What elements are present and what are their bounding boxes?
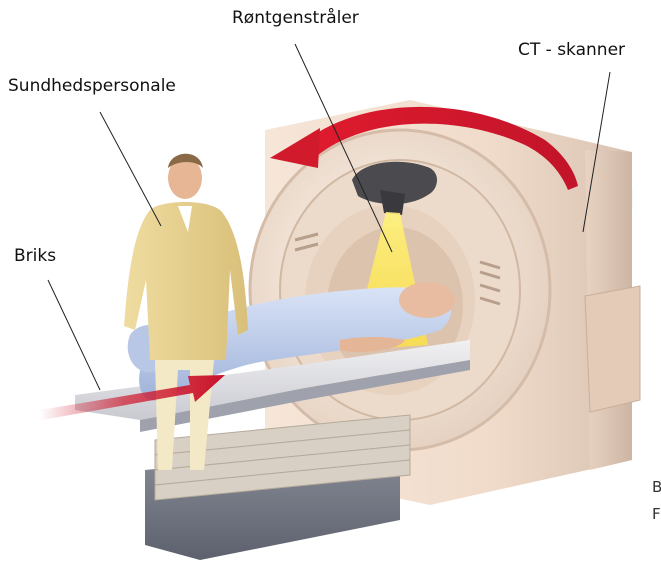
ct-scanner-label: CT - skanner [518, 40, 625, 60]
couch-label: Briks [14, 246, 56, 266]
leader-line-couch [48, 280, 100, 390]
healthcare-staff-label: Sundhedspersonale [8, 76, 176, 96]
gantry-side-panel [585, 286, 640, 412]
couch-base [145, 415, 410, 560]
clipped-text-1: B [652, 478, 661, 496]
leader-line-staff [100, 112, 161, 226]
clipped-text-2: F [652, 505, 661, 523]
xray-label: Røntgenstråler [232, 8, 359, 28]
